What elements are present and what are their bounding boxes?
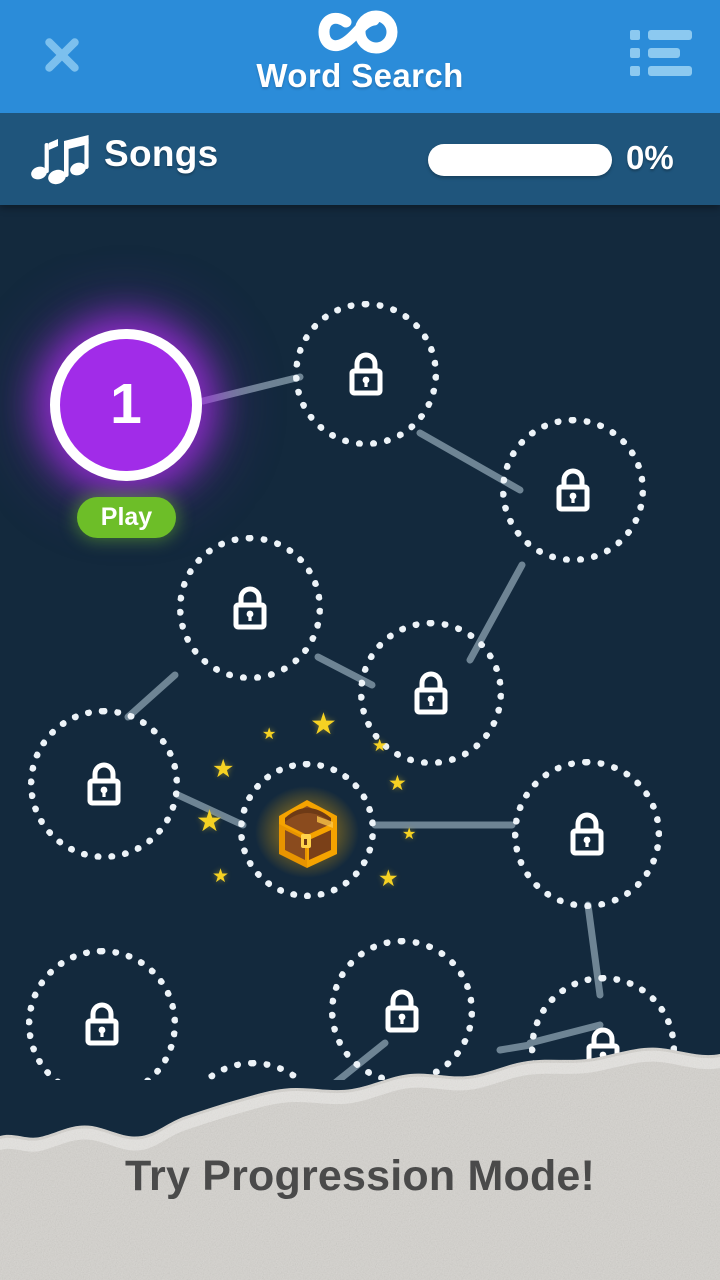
progression-mode-banner[interactable]: Try Progression Mode!	[0, 1044, 720, 1280]
list-menu-icon[interactable]	[630, 28, 692, 80]
progress-bar-track	[428, 144, 612, 176]
level-node-locked[interactable]	[358, 620, 504, 766]
lock-icon	[414, 671, 448, 715]
level-node-locked[interactable]	[293, 301, 439, 447]
level-node-locked[interactable]	[512, 759, 662, 909]
level-node-number: 1	[110, 371, 142, 436]
app-brand: Word Search	[0, 8, 720, 95]
lock-icon	[87, 762, 121, 806]
lock-icon	[570, 812, 604, 856]
app-title: Word Search	[256, 57, 464, 94]
level-node-1-active[interactable]: 1	[50, 329, 202, 481]
level-node-locked[interactable]	[500, 417, 646, 563]
music-notes-icon	[31, 135, 89, 185]
level-node-locked[interactable]	[177, 535, 323, 681]
infinity-loop-logo-icon	[0, 8, 720, 56]
level-map-canvas[interactable]: ★ ★ ★ ★ ★ ★ ★ ★ ★	[0, 205, 720, 1080]
treasure-chest-icon	[255, 786, 359, 878]
app-header: Word Search	[0, 0, 720, 113]
play-button[interactable]: Play	[77, 497, 176, 538]
level-node-locked[interactable]	[26, 948, 178, 1080]
level-node-locked[interactable]	[28, 708, 180, 860]
torn-paper-shape	[0, 1047, 720, 1280]
lock-icon	[349, 352, 383, 396]
category-progress-bar: Songs	[0, 113, 720, 205]
lock-icon	[85, 1002, 119, 1046]
banner-title: Try Progression Mode!	[124, 1152, 596, 1200]
lock-icon	[385, 989, 419, 1033]
treasure-chest-node[interactable]	[238, 761, 376, 899]
progress-percent-label: 0%	[626, 139, 674, 176]
category-label: Songs	[104, 133, 219, 174]
lock-icon	[233, 586, 267, 630]
lock-icon	[556, 468, 590, 512]
